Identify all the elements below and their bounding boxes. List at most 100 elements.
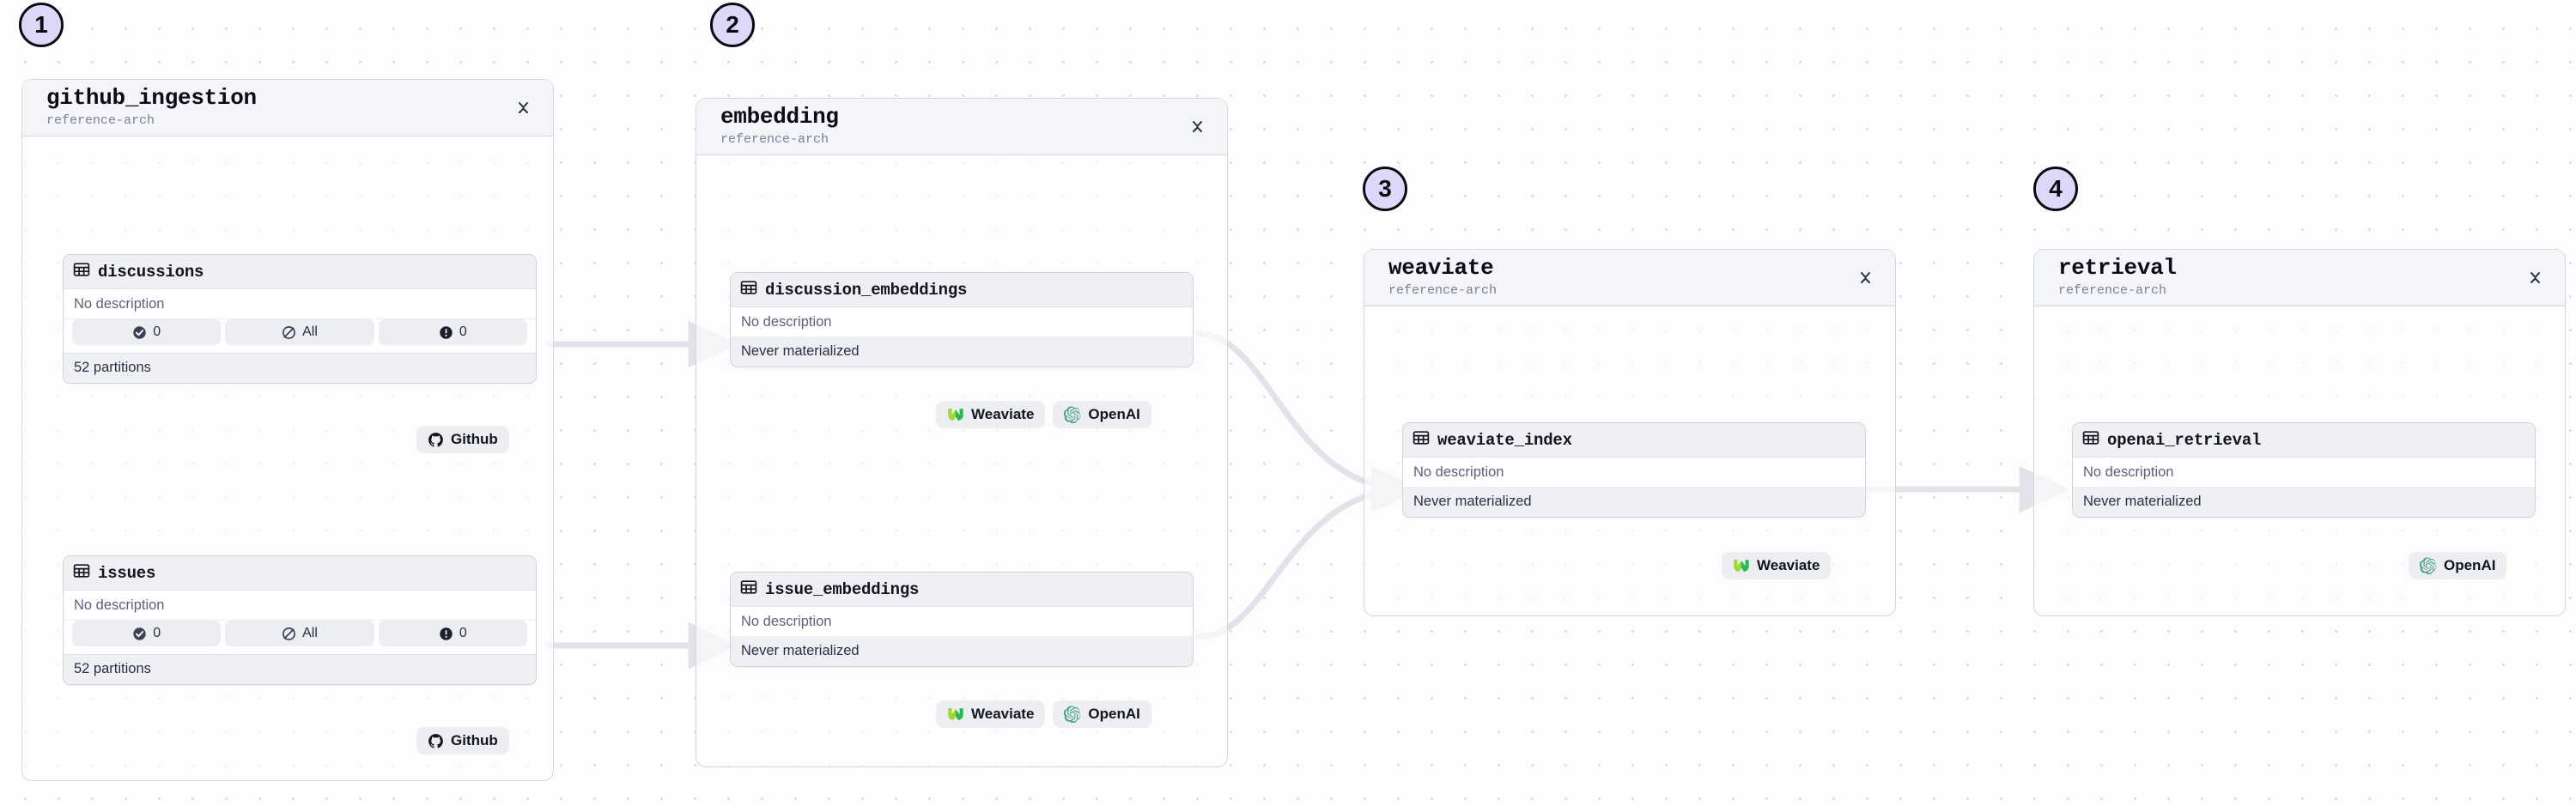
tag-row-discussion-embeddings: Weaviate OpenAI: [936, 401, 1151, 428]
group-subtitle: reference-arch: [46, 113, 155, 129]
asset-header[interactable]: weaviate_index: [1403, 423, 1865, 458]
openai-icon: [1064, 706, 1081, 723]
asset-node-issues[interactable]: issues No description 0: [63, 555, 537, 685]
tag-label: Github: [451, 732, 498, 748]
status-badge-alerts[interactable]: 0: [378, 319, 527, 345]
alert-circle-icon: [439, 627, 453, 641]
tag-label: OpenAI: [1088, 706, 1140, 722]
group-header-github-ingestion[interactable]: github_ingestion reference-arch: [22, 80, 553, 136]
group-header-embedding[interactable]: embedding reference-arch: [696, 99, 1227, 155]
asset-node-discussion-embeddings[interactable]: discussion_embeddings No description Nev…: [730, 272, 1194, 367]
table-icon: [740, 279, 757, 300]
tag-row-issues: Github: [416, 727, 509, 754]
table-icon: [1413, 429, 1430, 451]
asset-header[interactable]: discussion_embeddings: [731, 273, 1193, 307]
tag-openai[interactable]: OpenAI: [1053, 700, 1151, 728]
asset-description: No description: [731, 307, 1193, 337]
weaviate-icon: [947, 407, 964, 422]
tag-github[interactable]: Github: [416, 426, 509, 453]
asset-title: issue_embeddings: [765, 579, 920, 599]
table-icon: [73, 562, 90, 584]
asset-status-badges: 0 All 0: [64, 621, 536, 654]
tag-openai[interactable]: OpenAI: [2409, 552, 2507, 579]
tag-openai[interactable]: OpenAI: [1053, 401, 1151, 428]
asset-status-badges: 0 All 0: [64, 319, 536, 353]
asset-title: discussion_embeddings: [765, 280, 968, 300]
table-icon: [73, 261, 90, 282]
asset-description: No description: [64, 289, 536, 319]
group-name: embedding: [720, 104, 839, 130]
github-icon: [428, 733, 444, 749]
group-subtitle: reference-arch: [2058, 283, 2167, 299]
status-badge-checks[interactable]: 0: [72, 319, 222, 345]
asset-title: openai_retrieval: [2107, 430, 2262, 450]
asset-header[interactable]: discussions: [64, 255, 536, 289]
asset-description: No description: [64, 591, 536, 621]
weaviate-icon: [947, 706, 964, 722]
table-icon: [2082, 429, 2099, 451]
asset-title: discussions: [98, 262, 204, 282]
status-badge-freshness[interactable]: All: [225, 319, 374, 345]
asset-partitions: 52 partitions: [64, 654, 536, 684]
asset-node-openai-retrieval[interactable]: openai_retrieval No description Never ma…: [2072, 422, 2536, 518]
group-name: github_ingestion: [46, 85, 257, 112]
tag-row-openai-retrieval: OpenAI: [2409, 552, 2507, 579]
asset-header[interactable]: openai_retrieval: [2073, 423, 2535, 458]
asset-node-issue-embeddings[interactable]: issue_embeddings No description Never ma…: [730, 572, 1194, 667]
status-badge-alerts[interactable]: 0: [378, 621, 527, 646]
asset-materialization-status: Never materialized: [731, 637, 1193, 666]
status-badge-label: 0: [459, 324, 467, 339]
no-freshness-icon: [282, 627, 296, 641]
asset-node-discussions[interactable]: discussions No description 0: [63, 254, 537, 384]
status-badge-freshness[interactable]: All: [225, 621, 374, 646]
asset-header[interactable]: issues: [64, 556, 536, 591]
status-badge-label: All: [302, 626, 318, 640]
asset-materialization-status: Never materialized: [731, 337, 1193, 367]
group-name: retrieval: [2058, 255, 2177, 282]
group-subtitle: reference-arch: [1388, 283, 1498, 299]
tag-label: OpenAI: [1088, 406, 1140, 422]
no-freshness-icon: [282, 325, 296, 340]
asset-description: No description: [2073, 458, 2535, 488]
asset-materialization-status: Never materialized: [1403, 488, 1865, 517]
asset-partitions: 52 partitions: [64, 353, 536, 383]
asset-title: issues: [98, 563, 156, 583]
chevron-expand-icon[interactable]: [2524, 265, 2546, 291]
tag-label: Github: [451, 431, 498, 447]
tag-row-discussions: Github: [416, 426, 509, 453]
group-embedding[interactable]: embedding reference-arch: [696, 98, 1228, 767]
step-badge-1: 1: [19, 3, 64, 47]
status-badge-label: 0: [153, 324, 161, 339]
tag-github[interactable]: Github: [416, 727, 509, 754]
status-badge-label: 0: [459, 626, 467, 640]
tag-label: Weaviate: [971, 406, 1035, 422]
status-badge-label: All: [302, 324, 318, 339]
tag-weaviate[interactable]: Weaviate: [936, 401, 1046, 428]
step-badge-4: 4: [2033, 167, 2078, 211]
github-icon: [428, 432, 444, 448]
step-badge-3: 3: [1363, 167, 1407, 211]
tag-weaviate[interactable]: Weaviate: [936, 700, 1046, 728]
group-header-retrieval[interactable]: retrieval reference-arch: [2034, 250, 2565, 306]
status-badge-checks[interactable]: 0: [72, 621, 222, 646]
chevron-expand-icon[interactable]: [1854, 265, 1876, 291]
asset-node-weaviate-index[interactable]: weaviate_index No description Never mate…: [1402, 422, 1866, 518]
check-circle-icon: [132, 325, 147, 340]
chevron-expand-icon[interactable]: [512, 95, 534, 121]
table-icon: [740, 579, 757, 600]
asset-header[interactable]: issue_embeddings: [731, 573, 1193, 607]
alert-circle-icon: [439, 325, 453, 340]
openai-icon: [1064, 406, 1081, 423]
group-name: weaviate: [1388, 255, 1494, 282]
check-circle-icon: [132, 627, 147, 641]
asset-description: No description: [731, 607, 1193, 637]
weaviate-icon: [1733, 558, 1750, 573]
tag-weaviate[interactable]: Weaviate: [1722, 552, 1832, 579]
tag-label: Weaviate: [1757, 557, 1820, 573]
status-badge-label: 0: [153, 626, 161, 640]
group-header-weaviate[interactable]: weaviate reference-arch: [1364, 250, 1895, 306]
step-badge-2: 2: [710, 3, 755, 47]
chevron-expand-icon[interactable]: [1186, 114, 1208, 140]
tag-label: OpenAI: [2444, 557, 2496, 573]
